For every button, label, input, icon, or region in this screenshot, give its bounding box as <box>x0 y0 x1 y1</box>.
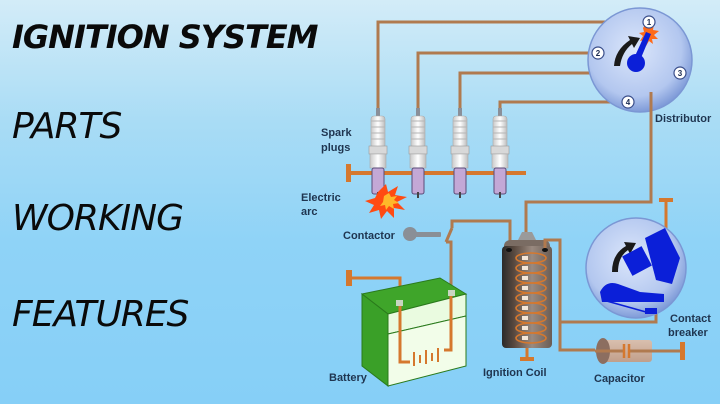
rotation-arrow-icon <box>614 36 640 66</box>
coil-to-breaker <box>543 238 658 324</box>
contact-breaker-label-line2: breaker <box>668 327 708 339</box>
battery-label: Battery <box>329 372 368 384</box>
spark-plugs-label-line2: plugs <box>321 142 350 154</box>
distributor-terminal: 3 <box>673 66 687 80</box>
breaker-arm <box>645 228 680 284</box>
battery <box>346 270 468 388</box>
contact-breaker-label-line1: Contact <box>670 313 711 325</box>
contactor-label: Contactor <box>343 230 396 242</box>
capacitor-body <box>600 340 652 362</box>
coil-to-capacitor <box>558 322 595 352</box>
distributor-label: Distributor <box>655 113 712 125</box>
section-parts: PARTS <box>12 106 122 147</box>
cell-symbol-icon <box>413 348 439 366</box>
lead-1 <box>376 20 648 110</box>
coil-to-distributor <box>524 92 653 240</box>
distributor-terminal: 4 <box>621 95 635 109</box>
spark-plug <box>368 108 388 198</box>
ignition-coil-label: Ignition Coil <box>483 367 547 379</box>
ignition-key-icon <box>403 227 441 241</box>
lead-2 <box>416 51 598 110</box>
ground-bracket <box>346 164 351 182</box>
distributor-terminal: 1 <box>642 15 656 29</box>
distributor-terminal: 2 <box>591 46 605 60</box>
spark-plug <box>450 108 470 198</box>
electric-arc-label-line1: Electric <box>301 192 341 204</box>
capacitor <box>595 338 685 364</box>
coil-winding <box>515 332 547 344</box>
ground-rail <box>350 171 526 175</box>
spark-plugs <box>368 108 510 198</box>
capacitor-label: Capacitor <box>594 373 645 385</box>
contact-breaker <box>585 198 687 319</box>
distributor: 1 2 3 4 <box>587 7 693 113</box>
svg-text:4: 4 <box>626 98 631 107</box>
contactor-to-coil <box>450 219 512 256</box>
breaker-base <box>600 283 664 302</box>
spark-plugs-label-line1: Spark <box>321 127 352 139</box>
lead-4 <box>498 100 628 110</box>
electric-arc-core <box>380 193 399 210</box>
rotor-arm <box>635 32 651 58</box>
coil-windings <box>515 252 547 344</box>
section-working: WORKING <box>12 198 184 239</box>
spark-plug <box>490 108 510 198</box>
slide-title: IGNITION SYSTEM <box>12 18 319 56</box>
battery-ground <box>346 270 352 286</box>
battery-cells <box>398 296 453 364</box>
coil-tower <box>518 232 536 240</box>
rotor-hub <box>627 54 645 72</box>
contactor-switch <box>444 227 454 296</box>
breaker-cam <box>622 246 652 276</box>
svg-text:3: 3 <box>678 69 683 78</box>
svg-text:1: 1 <box>647 18 652 27</box>
rotation-arrow-icon <box>612 242 636 272</box>
ignition-coil <box>502 232 552 361</box>
svg-text:2: 2 <box>596 49 601 58</box>
capacitor-ground <box>680 342 685 360</box>
electric-arc-label-line2: arc <box>301 206 318 218</box>
spark-plug <box>408 108 428 198</box>
section-features: FEATURES <box>12 294 189 335</box>
